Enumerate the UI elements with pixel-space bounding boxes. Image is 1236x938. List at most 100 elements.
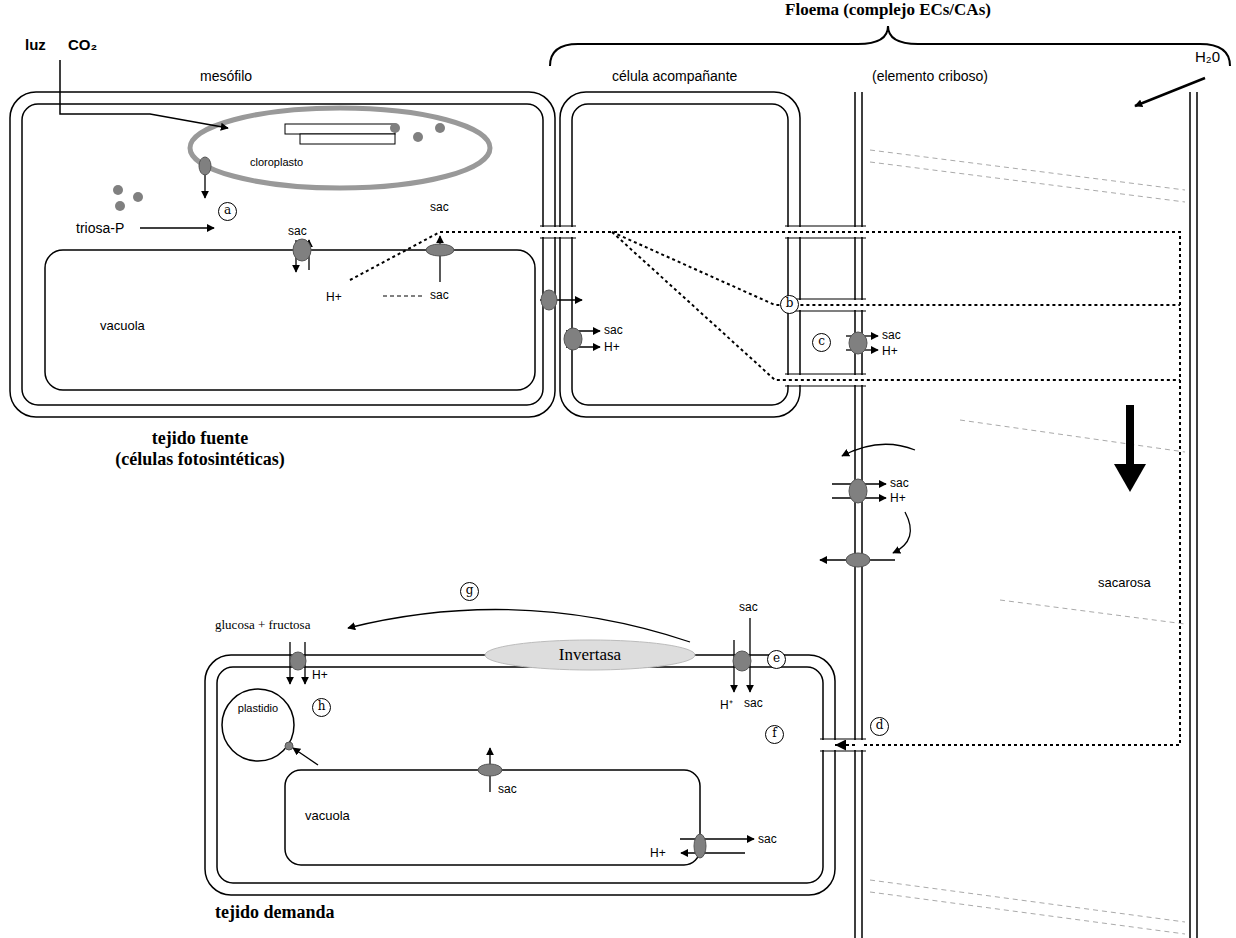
chloroplast-outline xyxy=(190,108,490,188)
plastid-outline xyxy=(222,689,294,761)
text-holder: sac xyxy=(430,200,449,214)
transporter xyxy=(694,834,706,858)
transporter xyxy=(478,764,502,776)
invertase-enzyme-label: Invertasa xyxy=(485,645,695,665)
text-holder: sac xyxy=(430,288,449,302)
molecule-label: sac xyxy=(882,328,901,342)
transporter xyxy=(733,651,751,671)
mesophyll-cell: mesófilotejido fuente (células fotosinté… xyxy=(10,92,555,417)
molecule-label: sac xyxy=(430,288,449,302)
text-holder: a xyxy=(218,202,238,221)
molecule-label: sac xyxy=(430,200,449,214)
molecule-label: sac xyxy=(739,600,758,614)
cell-membrane xyxy=(22,104,543,405)
water-arrow xyxy=(1135,78,1205,106)
transporter xyxy=(849,332,867,354)
callout-letter: d xyxy=(870,717,889,736)
text-holder: g xyxy=(460,582,480,601)
water-label: H₂0 xyxy=(1195,48,1220,65)
arrow xyxy=(348,610,690,642)
symplastic-connector xyxy=(835,744,855,746)
mesophyll-cell-label-line: (células fotosintéticas) xyxy=(70,449,330,470)
transporter xyxy=(285,742,293,750)
molecule-label: sac xyxy=(758,832,777,846)
text-holder: H+ xyxy=(890,491,906,505)
starch-grain xyxy=(413,132,423,142)
text-holder: sac xyxy=(758,832,777,846)
vacuole: vacuola xyxy=(45,250,535,390)
companion-cell: célula acompañante xyxy=(560,92,800,417)
transporter xyxy=(564,328,582,350)
flow-arrow xyxy=(1126,405,1134,466)
text-holder: luz xyxy=(25,36,46,53)
arrow xyxy=(140,227,214,228)
text-holder: triosa-P xyxy=(76,220,124,236)
arrow xyxy=(681,852,745,853)
dash-mark xyxy=(383,296,425,297)
text-holder: h xyxy=(312,698,332,717)
starch-grain xyxy=(390,123,400,133)
molecule-label: glucosa + fructosa xyxy=(215,617,310,633)
sink-cell: tejido demandaplastidiovacuola xyxy=(205,655,835,895)
text-holder: plastidio xyxy=(222,702,294,714)
text-holder: tejido demanda xyxy=(215,902,335,923)
text-holder: b xyxy=(780,295,800,314)
sieve-plate xyxy=(870,150,1185,934)
mesophyll-cell-label-line: tejido fuente xyxy=(70,428,330,449)
transporter xyxy=(199,157,211,175)
text-holder: mesófilo xyxy=(200,68,252,84)
arrow xyxy=(293,748,318,765)
cell-wall xyxy=(560,92,800,417)
text-holder: d xyxy=(870,717,890,736)
vacuole: vacuola xyxy=(285,770,700,865)
transporters xyxy=(199,157,870,858)
transporter xyxy=(846,553,870,567)
text-holder: e xyxy=(767,650,787,669)
sieve-element-label: (elemento criboso) xyxy=(872,68,988,84)
text-holder: H+ xyxy=(650,846,666,860)
ion-label: H⁺ xyxy=(720,696,733,713)
starch-grain xyxy=(435,123,445,133)
sugar-dot xyxy=(115,201,125,211)
text-holder: H⁺ xyxy=(720,696,733,713)
text-holder: sac xyxy=(882,328,901,342)
companion-cell-label: célula acompañante xyxy=(612,68,737,84)
text-holder: Invertasa xyxy=(485,645,695,665)
ion-label: H+ xyxy=(882,344,898,358)
molecule-label: sacarosa xyxy=(1098,575,1151,590)
text-holder: H+ xyxy=(312,668,328,682)
callout-letter: e xyxy=(767,650,786,669)
thylakoid xyxy=(300,134,395,144)
arrow xyxy=(893,512,910,553)
text-holder: sacarosa xyxy=(1098,575,1151,590)
sugar-dot xyxy=(133,192,143,202)
cell-membrane xyxy=(572,104,788,405)
vacuole-label: vacuola xyxy=(100,318,145,333)
ion-label: H+ xyxy=(604,340,620,354)
transporter xyxy=(293,239,311,261)
co2-label: CO₂ xyxy=(68,36,97,53)
callout-letter: b xyxy=(780,295,799,314)
vacuole-label: vacuola xyxy=(305,808,350,823)
sieve-element: (elemento criboso) xyxy=(855,92,1200,938)
callout-letter: c xyxy=(812,333,831,352)
invertase-shape xyxy=(485,640,695,670)
text-holder: glucosa + fructosa xyxy=(215,617,310,633)
cell-wall xyxy=(205,655,835,895)
text-holder: H+ xyxy=(604,340,620,354)
arrow xyxy=(204,174,205,198)
light-label: luz xyxy=(25,36,46,53)
molecule-label: sac xyxy=(604,323,623,337)
transport-arrows xyxy=(140,174,915,853)
transporter xyxy=(849,479,867,503)
arrow xyxy=(842,444,915,456)
ion-label: H+ xyxy=(890,491,906,505)
symplastic-path xyxy=(350,232,1180,745)
text-holder: vacuola xyxy=(100,318,145,333)
text-holder: célula acompañante xyxy=(612,68,737,84)
plastid-label: plastidio xyxy=(222,702,294,714)
molecule-label: triosa-P xyxy=(76,220,124,236)
text-holder: H+ xyxy=(326,290,342,304)
mesophyll-cell-label: tejido fuente (células fotosintéticas) xyxy=(70,428,330,470)
callout-letter: f xyxy=(765,725,784,744)
